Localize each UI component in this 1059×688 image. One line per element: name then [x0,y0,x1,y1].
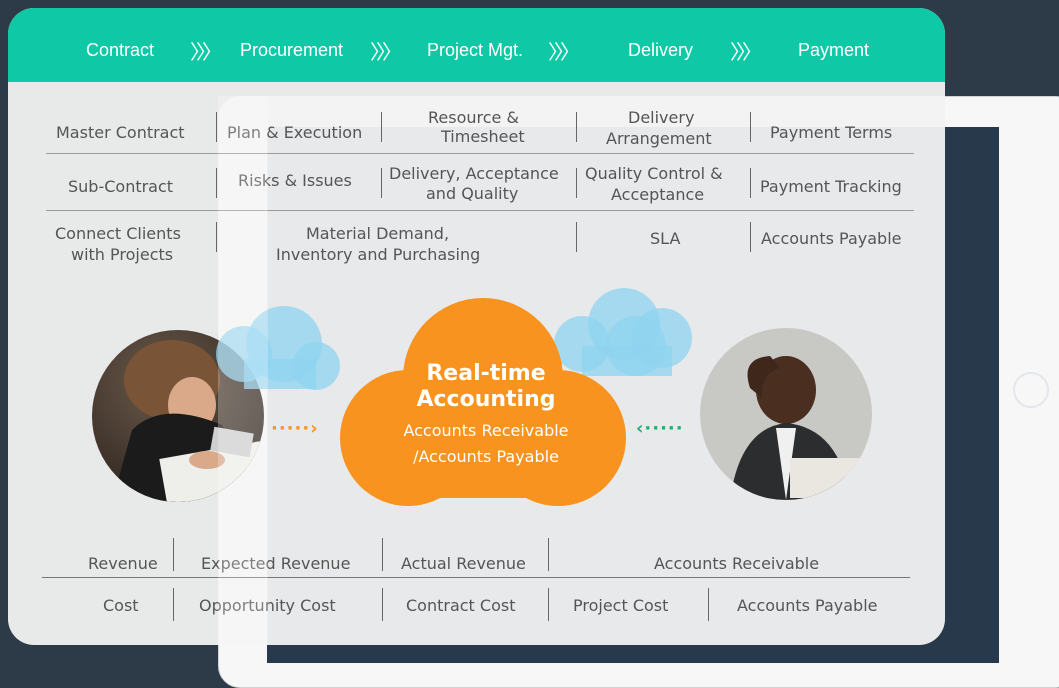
accounting-cloud-icon [340,298,626,506]
chevron-icon: 〉〉〉 [190,40,222,64]
man-thinking-photo [700,328,872,500]
cell-quality-control: Quality Control & [585,164,723,183]
column-divider [381,112,382,142]
cell-with-projects: with Projects [71,245,174,264]
bottom-divider [42,577,910,578]
cell-plan-execution: Plan & Execution [227,123,363,142]
chevron-icon: 〉〉〉 [370,40,402,64]
cell-acceptance: Acceptance [611,185,705,204]
cell-arrangement: Arrangement [606,129,712,148]
grid-divider [46,210,914,211]
cell-sub-contract: Sub-Contract [68,177,174,196]
column-divider [216,168,217,198]
step-project-mgt: Project Mgt. [427,40,524,60]
cell-opportunity-cost: Opportunity Cost [199,596,336,615]
column-divider [381,168,382,198]
cell-inventory-purchasing: Inventory and Purchasing [276,245,481,264]
grid-divider [46,153,914,154]
column-divider [750,168,751,198]
cell-resource: Resource & [428,108,519,127]
cell-contract-cost: Contract Cost [406,596,516,615]
cell-risks-issues: Risks & Issues [238,171,352,190]
cell-payment-tracking: Payment Tracking [760,177,902,196]
cell-accounts-receivable: Accounts Receivable [654,554,820,573]
column-divider [576,168,577,198]
cell-project-cost: Project Cost [573,596,669,615]
column-divider [382,538,383,571]
cell-accounts-payable-bottom: Accounts Payable [737,596,878,615]
cell-expected-revenue: Expected Revenue [201,554,351,573]
process-banner: Contract 〉〉〉 Procurement 〉〉〉 Project Mgt… [8,8,945,82]
tablet-home-button[interactable] [1013,372,1049,408]
step-contract: Contract [86,40,155,60]
column-divider [382,588,383,621]
chevron-icon: 〉〉〉 [730,40,762,64]
cell-and-quality: and Quality [426,184,519,203]
column-divider [576,112,577,142]
center-title-line1: Real-time [426,361,546,386]
center-title-line2: Accounting [416,387,556,412]
column-divider [173,538,174,571]
cell-accounts-payable: Accounts Payable [761,229,902,248]
column-divider [173,588,174,621]
center-sub-line2: /Accounts Payable [413,447,559,466]
column-divider [216,112,217,142]
cell-material-demand: Material Demand, [306,224,450,243]
column-divider [216,222,217,252]
column-divider [548,588,549,621]
cell-revenue: Revenue [88,554,158,573]
cell-payment-terms: Payment Terms [770,123,893,142]
small-cloud-icon [216,306,340,390]
step-payment: Payment [798,40,870,60]
step-delivery: Delivery [628,40,694,60]
left-arrow-icon: ‹····· [636,418,684,439]
column-divider [548,538,549,571]
step-procurement: Procurement [240,40,344,60]
cell-sla: SLA [650,229,681,248]
cell-connect-clients: Connect Clients [55,224,181,243]
cell-timesheet: Timesheet [441,127,525,146]
chevron-icon: 〉〉〉 [548,40,580,64]
cell-master-contract: Master Contract [56,123,185,142]
column-divider [576,222,577,252]
cell-delivery: Delivery [628,108,695,127]
column-divider [750,222,751,252]
center-sub-line1: Accounts Receivable [403,421,569,440]
cell-cost: Cost [103,596,139,615]
woman-working-photo [92,330,264,502]
right-arrow-icon: ·····› [271,418,319,439]
cell-actual-revenue: Actual Revenue [401,554,526,573]
small-cloud-icon [554,288,692,376]
cell-delivery-acceptance: Delivery, Acceptance [389,164,559,183]
column-divider [708,588,709,621]
process-card: Contract 〉〉〉 Procurement 〉〉〉 Project Mgt… [8,8,945,645]
column-divider [750,112,751,142]
